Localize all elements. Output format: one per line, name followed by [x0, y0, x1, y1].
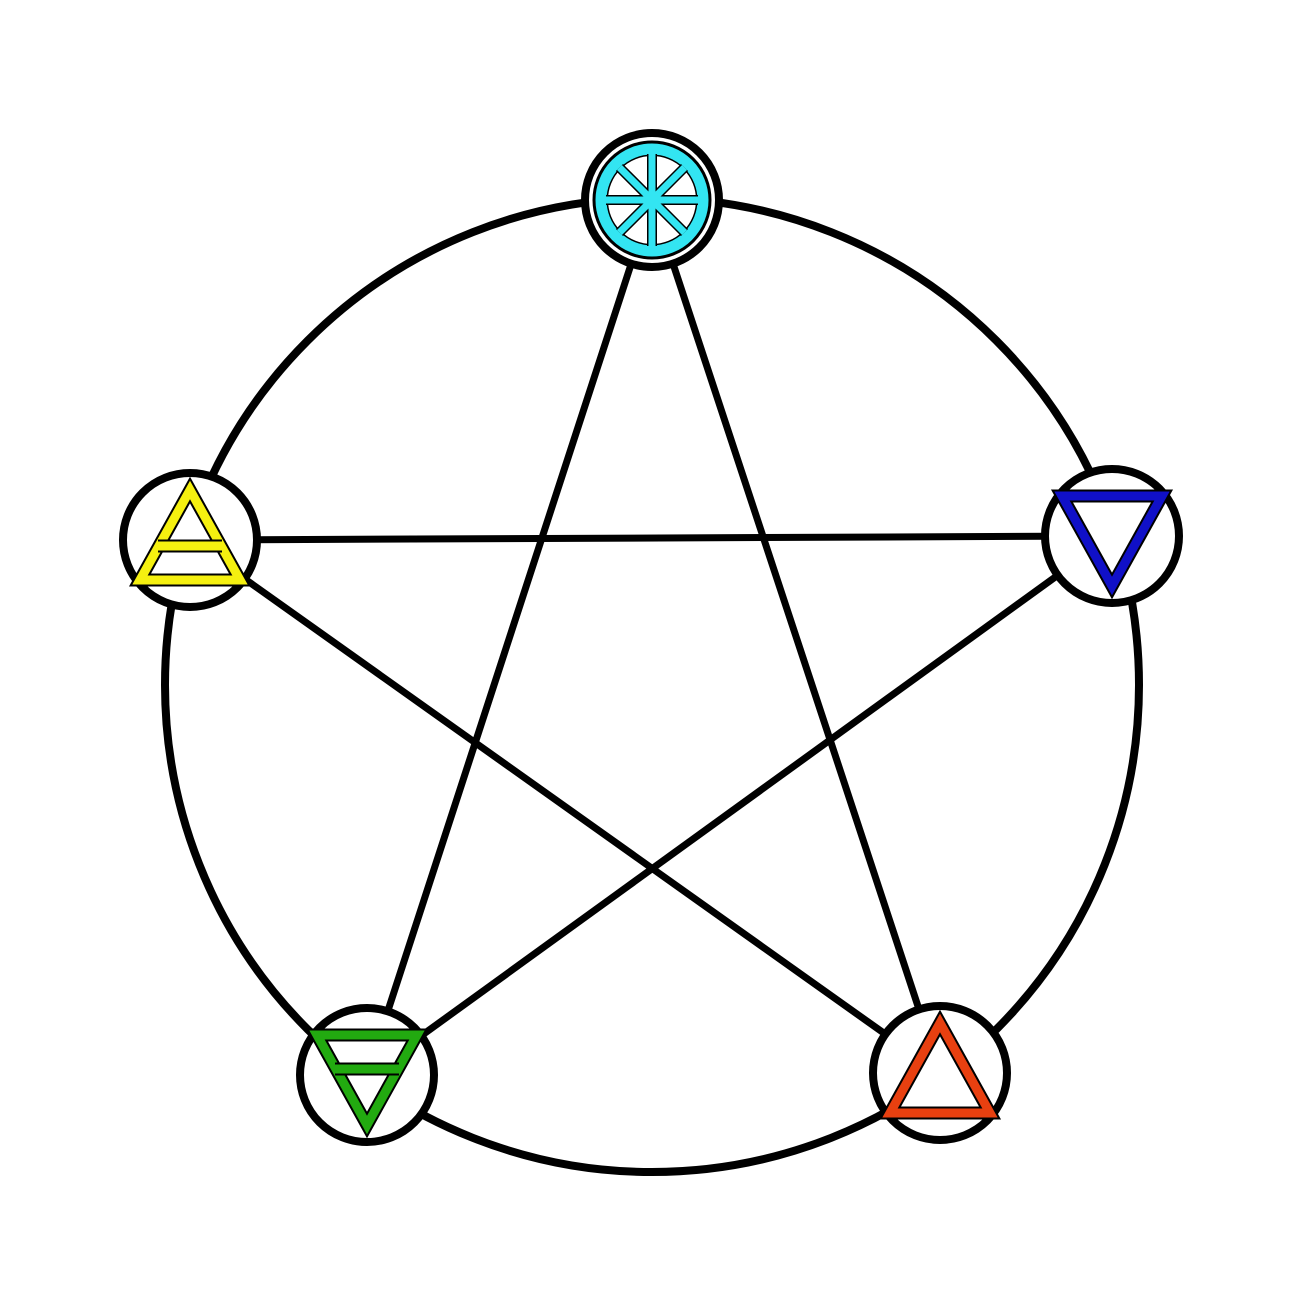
star-line-left-right	[189, 532, 1113, 544]
triangle-down-bar-icon	[309, 1030, 425, 1135]
star-line-right-bottom-left	[364, 533, 1115, 1078]
element-nodes	[119, 129, 1183, 1146]
node-bottom-left	[296, 1004, 438, 1146]
star-lines	[187, 198, 1115, 1078]
node-left	[119, 469, 261, 611]
triangle-up-bar-icon	[132, 480, 248, 585]
wheel-spoke	[616, 164, 688, 236]
triangle-up-icon	[882, 1013, 998, 1118]
wheel-rim	[595, 143, 709, 257]
star-line-left-bottom-right	[187, 537, 943, 1076]
node-right	[1041, 465, 1183, 607]
star-line-top-bottom-left	[363, 198, 656, 1077]
node-bottom-right	[869, 1002, 1011, 1144]
node-top	[581, 129, 723, 271]
star-line-top-bottom-right	[648, 198, 944, 1075]
wheel-icon	[592, 140, 712, 260]
triangle-down-icon	[1054, 491, 1170, 596]
